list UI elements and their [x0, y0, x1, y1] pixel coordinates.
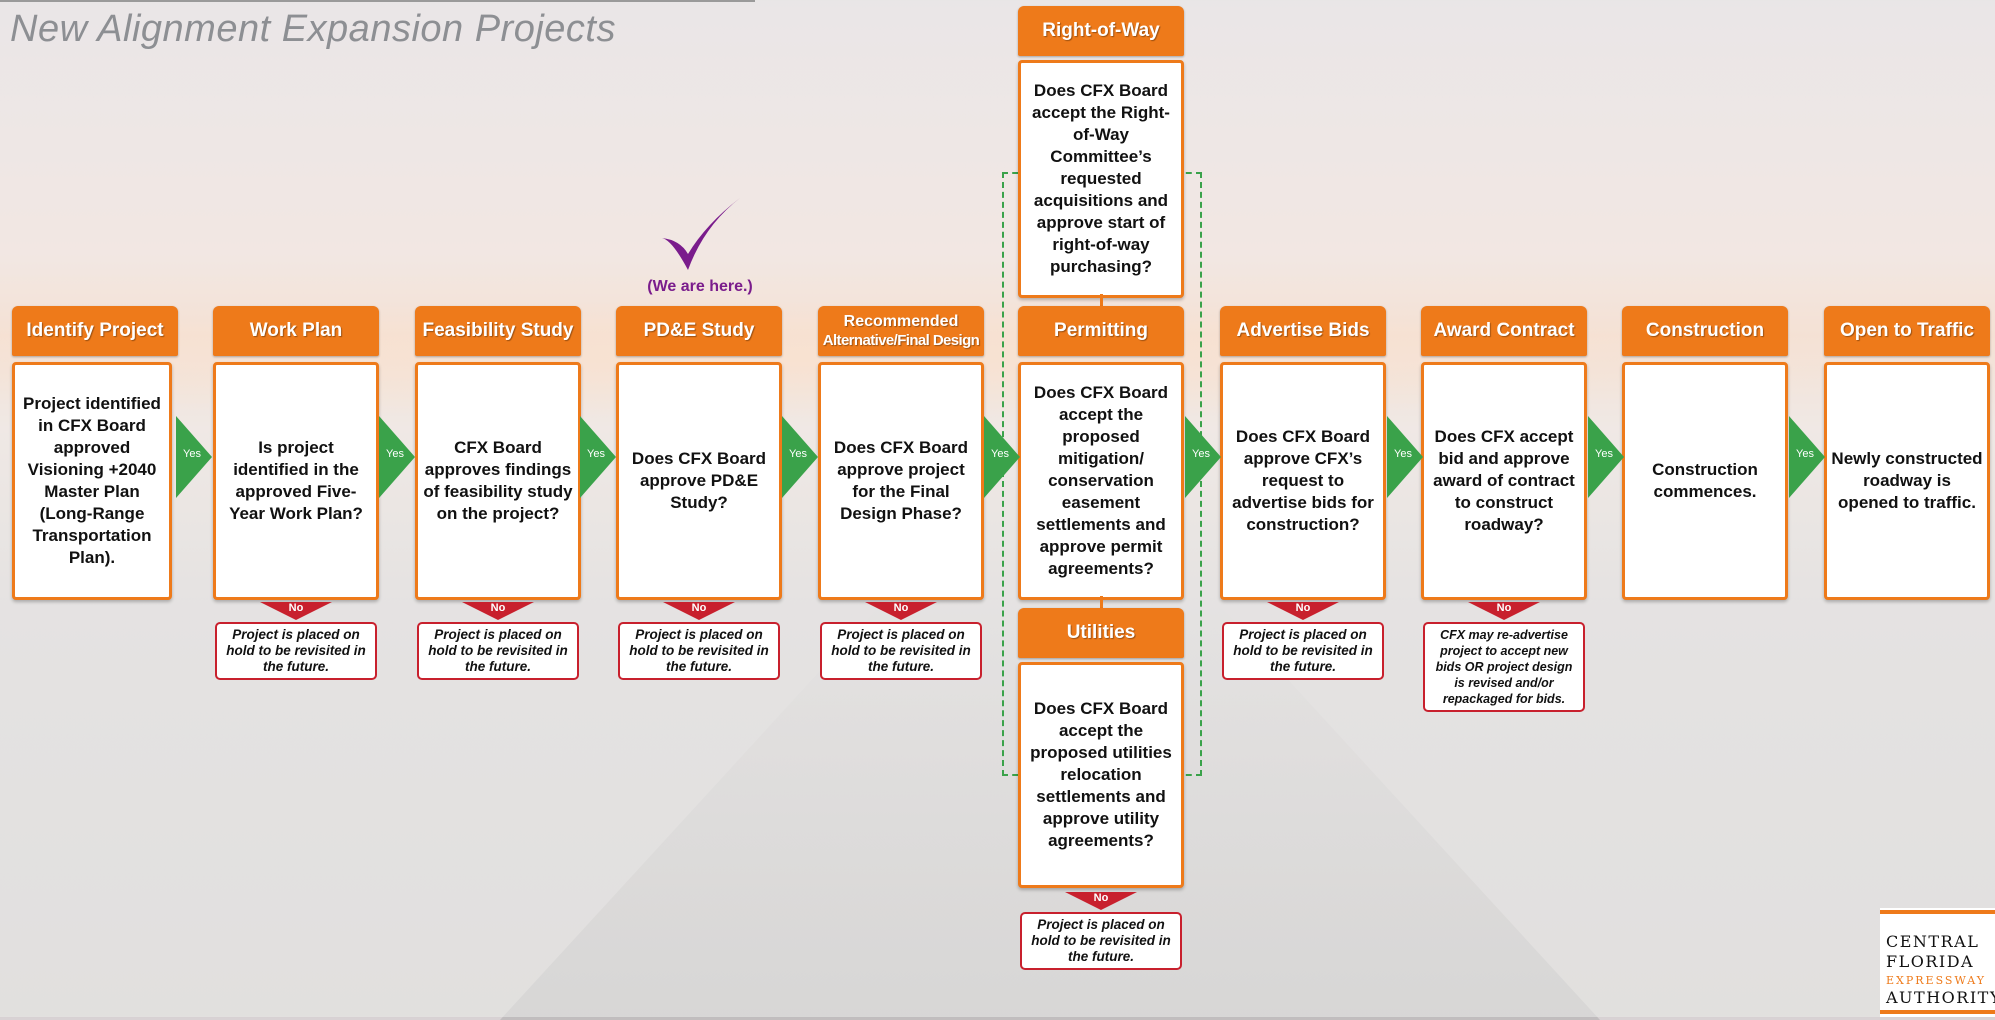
- no-arrow: [1267, 602, 1339, 620]
- hold-note: Project is placed on hold to be revisite…: [1020, 912, 1182, 970]
- logo-line: CENTRAL: [1886, 932, 1980, 951]
- no-label: No: [490, 602, 506, 614]
- step-body: Does CFX Board accept the proposed utili…: [1018, 662, 1184, 888]
- yes-arrow: Yes: [1588, 416, 1624, 498]
- logo-line: FLORIDA: [1886, 952, 1975, 971]
- no-arrow: [1468, 602, 1540, 620]
- hold-note: Project is placed on hold to be revisite…: [820, 622, 982, 680]
- step-body: Does CFX accept bid and approve award of…: [1421, 362, 1587, 600]
- yes-arrow: Yes: [1387, 416, 1423, 498]
- step-header: Open to Traffic: [1824, 306, 1990, 356]
- connector-line: [1100, 294, 1103, 308]
- step-header: Work Plan: [213, 306, 379, 356]
- no-label: No: [893, 602, 909, 614]
- step-body: CFX Board approves findings of feasibili…: [415, 362, 581, 600]
- yes-arrow: Yes: [782, 416, 818, 498]
- yes-arrow: Yes: [984, 416, 1020, 498]
- title-rule: [0, 0, 755, 2]
- step-body: Does CFX Board approve PD&E Study?: [616, 362, 782, 600]
- cfx-logo: CENTRAL FLORIDA EXPRESSWAY AUTHORITY: [1880, 908, 1995, 1017]
- step-header-line1: Recommended: [843, 313, 959, 330]
- no-arrow: [462, 602, 534, 620]
- no-arrow: [260, 602, 332, 620]
- no-arrow: [865, 602, 937, 620]
- step-body: Does CFX Board accept the proposed mitig…: [1018, 362, 1184, 600]
- step-body: Newly constructed roadway is opened to t…: [1824, 362, 1990, 600]
- yes-label: Yes: [1394, 448, 1412, 460]
- step-header: Identify Project: [12, 306, 178, 356]
- yes-label: Yes: [991, 448, 1009, 460]
- step-header: Right-of-Way: [1018, 6, 1184, 56]
- connector-line: [1100, 596, 1103, 610]
- step-body: Does CFX Board accept the Right-of-Way C…: [1018, 60, 1184, 298]
- step-body: Does CFX Board approve project for the F…: [818, 362, 984, 600]
- page-title: New Alignment Expansion Projects: [10, 8, 616, 50]
- hold-note: Project is placed on hold to be revisite…: [215, 622, 377, 680]
- step-header: Recommended Alternative/Final Design: [818, 306, 984, 356]
- no-arrow: [1065, 892, 1137, 910]
- yes-arrow: Yes: [1185, 416, 1221, 498]
- checkmark-icon: [662, 198, 740, 270]
- step-header: Utilities: [1018, 608, 1184, 658]
- yes-arrow: Yes: [176, 416, 212, 498]
- yes-label: Yes: [1192, 448, 1210, 460]
- yes-label: Yes: [183, 448, 201, 460]
- no-label: No: [691, 602, 707, 614]
- yes-arrow: Yes: [379, 416, 415, 498]
- logo-line: EXPRESSWAY: [1886, 974, 1986, 987]
- yes-label: Yes: [587, 448, 605, 460]
- step-body: Does CFX Board approve CFX’s request to …: [1220, 362, 1386, 600]
- step-header-line2: Alternative/Final Design: [822, 332, 980, 349]
- step-header: PD&E Study: [616, 306, 782, 356]
- step-body: Project identified in CFX Board approved…: [12, 362, 172, 600]
- no-label: No: [1295, 602, 1311, 614]
- yes-arrow: Yes: [580, 416, 616, 498]
- no-label: No: [288, 602, 304, 614]
- step-header: Feasibility Study: [415, 306, 581, 356]
- step-header: Permitting: [1018, 306, 1184, 356]
- step-header: Advertise Bids: [1220, 306, 1386, 356]
- hold-note: Project is placed on hold to be revisite…: [1222, 622, 1384, 680]
- hold-note: Project is placed on hold to be revisite…: [417, 622, 579, 680]
- readvertise-note: CFX may re-advertise project to accept n…: [1423, 622, 1585, 712]
- we-are-here-label: (We are here.): [647, 278, 753, 295]
- hold-note: Project is placed on hold to be revisite…: [618, 622, 780, 680]
- no-label: No: [1496, 602, 1512, 614]
- yes-label: Yes: [789, 448, 807, 460]
- logo-line: AUTHORITY: [1886, 988, 1995, 1007]
- step-header: Construction: [1622, 306, 1788, 356]
- yes-label: Yes: [1796, 448, 1814, 460]
- step-body: Is project identified in the approved Fi…: [213, 362, 379, 600]
- yes-arrow: Yes: [1789, 416, 1825, 498]
- step-body: Construction commences.: [1622, 362, 1788, 600]
- no-arrow: [663, 602, 735, 620]
- yes-label: Yes: [386, 448, 404, 460]
- yes-label: Yes: [1595, 448, 1613, 460]
- no-label: No: [1093, 892, 1109, 904]
- step-header: Award Contract: [1421, 306, 1587, 356]
